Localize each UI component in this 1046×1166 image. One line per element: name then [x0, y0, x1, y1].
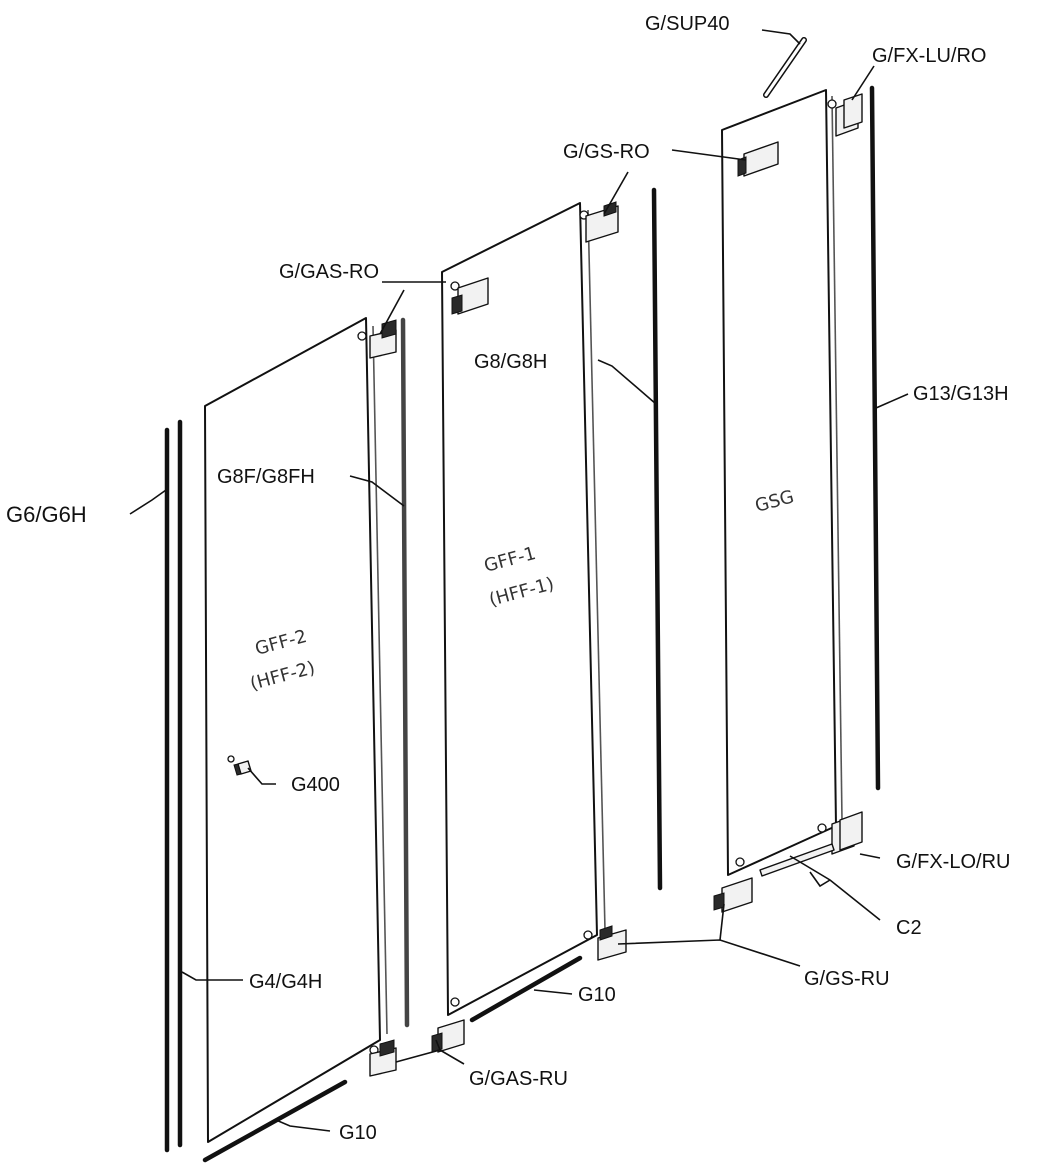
label-g400: G400 — [291, 774, 340, 796]
label-gs-ru: G/GS-RU — [804, 968, 890, 990]
leader-g8 — [597, 359, 657, 405]
hinge-gs-ru-gsg — [713, 877, 753, 913]
leader-g6 — [129, 489, 167, 515]
hinge-gs-ro — [585, 201, 619, 243]
label-g8f-g8fh: G8F/G8FH — [217, 466, 315, 488]
label-g10-bottom: G10 — [339, 1122, 377, 1144]
leader-g8f — [349, 475, 405, 507]
hole-gff-1-bottom — [450, 997, 460, 1007]
glass-panel-gsg — [721, 89, 837, 876]
hole-gff-1-top — [450, 281, 460, 291]
label-fx-lo-ru: G/FX-LO/RU — [896, 851, 1010, 873]
hole-gff-1-bottom-right — [583, 930, 593, 940]
leader-g4 — [181, 971, 243, 981]
hinge-gas-ru-right — [431, 1019, 465, 1053]
glass-panel-gff-2 — [204, 317, 381, 1143]
leader-gs-ru-b — [719, 903, 725, 941]
leader-c2-b — [809, 871, 831, 888]
leader-fx-lu-ro — [851, 65, 875, 101]
seal-g13 — [869, 85, 881, 791]
seal-g8f — [400, 317, 410, 1028]
bracket-fx-lu-ro — [835, 93, 863, 137]
label-g13-g13h: G13/G13H — [913, 383, 1009, 405]
seal-g10-middle — [469, 955, 583, 1023]
hinge-gas-ru-left — [369, 1039, 397, 1077]
leader-gas-ro-2 — [379, 289, 405, 335]
label-sup40: G/SUP40 — [645, 13, 729, 35]
bracket-fx-lo-ru — [831, 811, 863, 855]
label-g10-mid: G10 — [578, 984, 616, 1006]
label-fx-lu-ro: G/FX-LU/RO — [872, 45, 986, 67]
label-gas-ro: G/GAS-RO — [279, 261, 379, 283]
hole-gsg-top-right — [827, 99, 837, 109]
hinge-gas-ro-left — [369, 319, 397, 359]
leader-g10-mid — [533, 989, 573, 995]
label-g4-g4h: G4/G4H — [249, 971, 322, 993]
glass-panel-gff-1-edge — [587, 209, 606, 931]
leader-c2 — [789, 855, 881, 921]
label-g8-g8h: G8/G8H — [474, 351, 547, 373]
hinge-gs-ru — [597, 925, 627, 961]
label-g6-g6h: G6/G6H — [6, 502, 87, 527]
leader-sup40 — [761, 29, 801, 45]
leader-gs-ru — [617, 939, 801, 967]
glass-panel-gsg-edge — [831, 95, 843, 821]
hinge-gas-ro-right — [451, 277, 489, 315]
leader-gs-ro — [671, 149, 747, 161]
seal-g8 — [651, 187, 663, 891]
support-rod-sup40 — [763, 37, 807, 98]
hole-gsg-bottom-right — [817, 823, 827, 833]
label-gas-ru: G/GAS-RU — [469, 1068, 568, 1090]
leader-g13 — [875, 393, 909, 409]
leader-g400 — [247, 767, 276, 785]
leader-gas-ru-b — [435, 1039, 441, 1051]
leader-gas-ru — [395, 1049, 465, 1065]
leader-g10-bottom — [275, 1119, 331, 1132]
leader-fx-lo-ru — [859, 853, 881, 859]
label-gs-ro: G/GS-RO — [563, 141, 650, 163]
hole-gff-2-top — [357, 331, 367, 341]
glass-panel-gff-2-edge — [372, 325, 388, 1035]
leader-gs-ro-2 — [603, 171, 629, 215]
label-c2: C2 — [896, 917, 922, 939]
glass-panel-gff-1 — [441, 202, 598, 1016]
seal-g10-bottom — [202, 1079, 348, 1163]
hole-gsg-bottom-left — [735, 857, 745, 867]
hinge-gs-ro-gsg — [737, 141, 779, 177]
